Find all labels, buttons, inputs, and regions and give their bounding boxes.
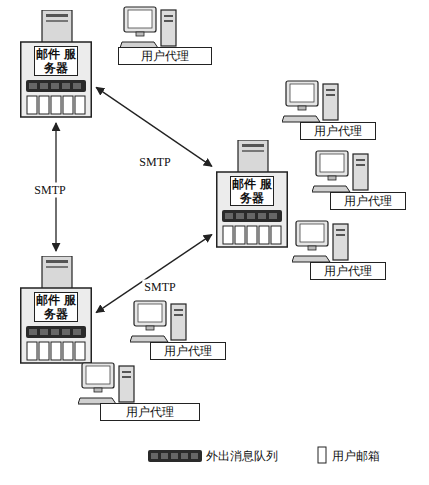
agent-label: 用户代理 bbox=[119, 48, 211, 64]
mail-server-icon bbox=[21, 10, 92, 117]
user-agent-box: 用户代理 bbox=[118, 47, 212, 65]
legend-text: 外出消息队列 bbox=[206, 449, 278, 463]
user-agent-box: 用户代理 bbox=[100, 403, 200, 421]
agent-label: 用户代理 bbox=[311, 263, 385, 279]
agent-label: 用户代理 bbox=[301, 123, 375, 139]
protocol-label: SMTP bbox=[137, 154, 172, 169]
agent-label: 用户代理 bbox=[101, 404, 199, 420]
mail-server: 邮件 服务器 bbox=[20, 256, 92, 364]
computer-icon bbox=[78, 363, 134, 404]
legend-mailbox-sample bbox=[318, 447, 326, 463]
protocol-label: SMTP bbox=[32, 183, 67, 198]
protocol-label: SMTP bbox=[142, 279, 177, 294]
legend-text: 用户邮箱 bbox=[332, 449, 380, 463]
server-label: 邮件 服务器 bbox=[230, 176, 274, 206]
server-label: 邮件 服务器 bbox=[34, 292, 78, 322]
computer-icon bbox=[282, 81, 338, 122]
computer-icon bbox=[130, 301, 186, 342]
agent-label: 用户代理 bbox=[331, 193, 405, 209]
smtp-arrow bbox=[96, 235, 212, 313]
user-agent-box: 用户代理 bbox=[300, 122, 376, 140]
computer-icon bbox=[292, 221, 348, 262]
computer-icon bbox=[120, 7, 176, 48]
user-agent-box: 用户代理 bbox=[310, 262, 386, 280]
legend-queue-sample bbox=[148, 450, 202, 462]
mail-server-icon bbox=[21, 256, 92, 363]
mail-server: 邮件 服务器 bbox=[216, 140, 288, 248]
computer-icon bbox=[312, 151, 368, 192]
mail-server: 邮件 服务器 bbox=[20, 10, 92, 118]
server-label: 邮件 服务器 bbox=[34, 46, 78, 76]
agent-label: 用户代理 bbox=[151, 343, 225, 359]
user-agent-box: 用户代理 bbox=[330, 192, 406, 210]
user-agent-box: 用户代理 bbox=[150, 342, 226, 360]
mail-server-icon bbox=[217, 140, 288, 247]
